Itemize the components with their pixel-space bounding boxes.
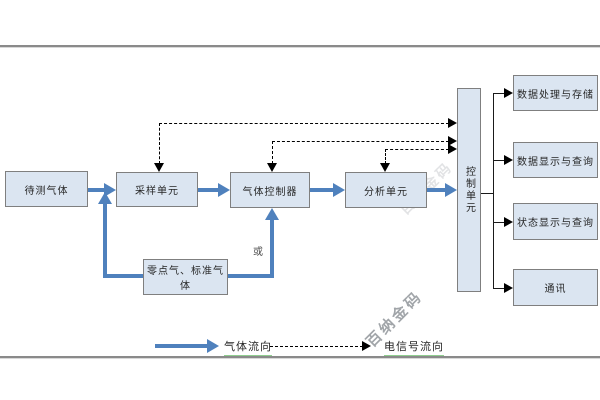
bus-branch-1 [493,93,505,94]
signal-line-controller-horizontal [272,141,449,142]
calibration-right-elbow-horizontal [228,274,274,278]
box-gas-controller: 气体控制器 [230,172,310,208]
top-page-rule [0,45,600,48]
legend-signal-arrow-line [270,346,363,347]
bus-arrow-4-icon [504,283,513,293]
bottom-page-rule [0,356,600,359]
control-to-bus-connector [481,193,493,194]
gas-arrow-controller-to-analysis-line [310,188,334,192]
legend-gas-arrow-line [155,344,208,348]
calibration-left-elbow-vertical [103,203,107,278]
bus-branch-4 [493,288,505,289]
calibration-left-elbow-horizontal [103,274,143,278]
bus-arrow-2-icon [504,155,513,165]
gas-arrow-sampling-to-controller-line [198,188,219,192]
bus-branch-2 [493,160,505,161]
legend-gas-flow-label: 气体流向 [224,338,272,356]
box-communication: 通讯 [513,269,598,306]
box-source-gas: 待测气体 [5,171,88,207]
bus-arrow-1-icon [504,88,513,98]
box-data-display-query: 数据显示与查询 [513,142,598,178]
calibration-right-arrow-head-icon [265,208,279,220]
signal-arrow-into-controller-icon [267,163,277,172]
legend-signal-flow-label: 电信号流向 [384,338,444,356]
output-bus-line [493,93,494,288]
calibration-left-arrow-head-icon [98,192,112,204]
signal-line-controller-vertical [272,141,273,164]
signal-line-analysis-horizontal [385,149,449,150]
gas-arrow-analysis-to-control-line [427,188,446,192]
signal-line-sampling-horizontal [159,123,449,124]
box-analysis-unit: 分析单元 [345,172,427,208]
gas-arrow-analysis-to-control-head-icon [445,183,457,197]
legend-signal-arrow-head-icon [362,341,371,351]
signal-line-analysis-vertical [385,149,386,164]
signal-arrow-into-control-1-icon [448,118,457,128]
legend-gas-arrow-head-icon [207,339,219,353]
box-sampling-unit: 采样单元 [116,172,198,207]
signal-arrow-into-control-2-icon [448,136,457,146]
box-zero-standard-gas: 零点气、标准气体 [143,259,228,295]
or-label: 或 [253,247,263,258]
calibration-right-elbow-vertical [270,219,274,278]
bus-arrow-3-icon [504,217,513,227]
gas-arrow-source-to-sampling-line [88,188,105,192]
signal-arrow-into-analysis-icon [380,163,390,172]
signal-arrow-into-control-3-icon [448,144,457,154]
signal-line-sampling-vertical [159,123,160,164]
box-control-unit: 控制单元 [457,88,481,292]
gas-arrow-controller-to-analysis-head-icon [333,183,345,197]
signal-arrow-into-sampling-icon [154,163,164,172]
gas-arrow-sampling-to-controller-head-icon [218,183,230,197]
bus-branch-3 [493,222,505,223]
box-data-processing-storage: 数据处理与存储 [513,75,598,111]
box-status-display-query: 状态显示与查询 [513,203,598,240]
